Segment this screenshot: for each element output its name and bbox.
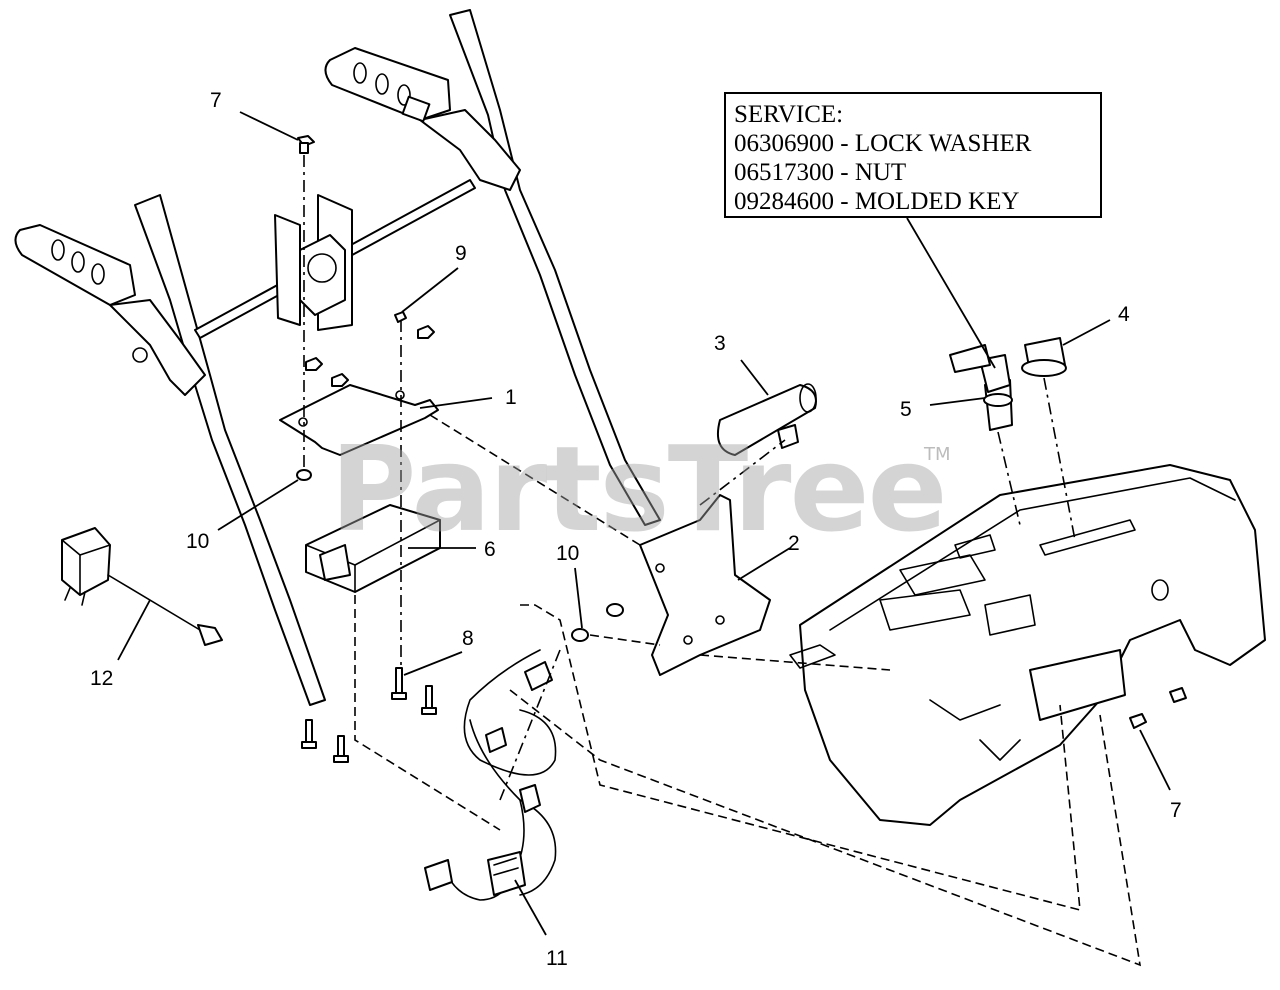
right-handle (324, 9, 661, 526)
callout-2: 2 (788, 532, 800, 555)
hex-bolt-bottom (1129, 687, 1187, 729)
callout-7-top: 7 (210, 89, 222, 112)
callout-1: 1 (505, 386, 517, 409)
pivot-bracket (274, 194, 353, 331)
service-line-lock-washer: 06306900 - LOCK WASHER (734, 130, 1032, 157)
callout-9: 9 (455, 242, 467, 265)
service-line-nut: 06517300 - NUT (734, 159, 907, 186)
washer-left (296, 469, 312, 481)
washer-center-2 (606, 603, 624, 617)
callout-6: 6 (484, 538, 496, 561)
bolts-lower (301, 667, 437, 763)
callout-4: 4 (1118, 303, 1130, 326)
callout-numbers: 7 9 1 3 4 5 10 6 2 10 8 12 7 11 (90, 89, 1182, 970)
callout-10-center: 10 (556, 542, 579, 565)
control-knob (1021, 337, 1067, 377)
left-handle (14, 194, 326, 706)
wire-harness (424, 649, 557, 901)
washer-center (571, 628, 589, 642)
service-note-box: SERVICE: 06306900 - LOCK WASHER 06517300… (724, 92, 1102, 218)
assembly-lines (303, 155, 1142, 967)
service-heading: SERVICE: (734, 101, 844, 128)
leader-lines (117, 111, 1171, 936)
callout-10-left: 10 (186, 530, 209, 553)
battery-bracket (639, 494, 771, 676)
callout-8: 8 (462, 627, 474, 650)
callout-12: 12 (90, 667, 113, 690)
dash-panel (789, 464, 1266, 826)
key-switch (949, 344, 1013, 431)
hex-nuts (305, 311, 435, 387)
service-line-molded-key: 09284600 - MOLDED KEY (734, 188, 1020, 215)
battery-charger (61, 527, 223, 646)
callout-11: 11 (546, 947, 568, 970)
callout-7-bottom: 7 (1170, 799, 1182, 822)
callout-5: 5 (900, 398, 912, 421)
hex-bolt-top (297, 135, 315, 154)
callout-3: 3 (714, 332, 726, 355)
mount-plate (279, 384, 439, 456)
